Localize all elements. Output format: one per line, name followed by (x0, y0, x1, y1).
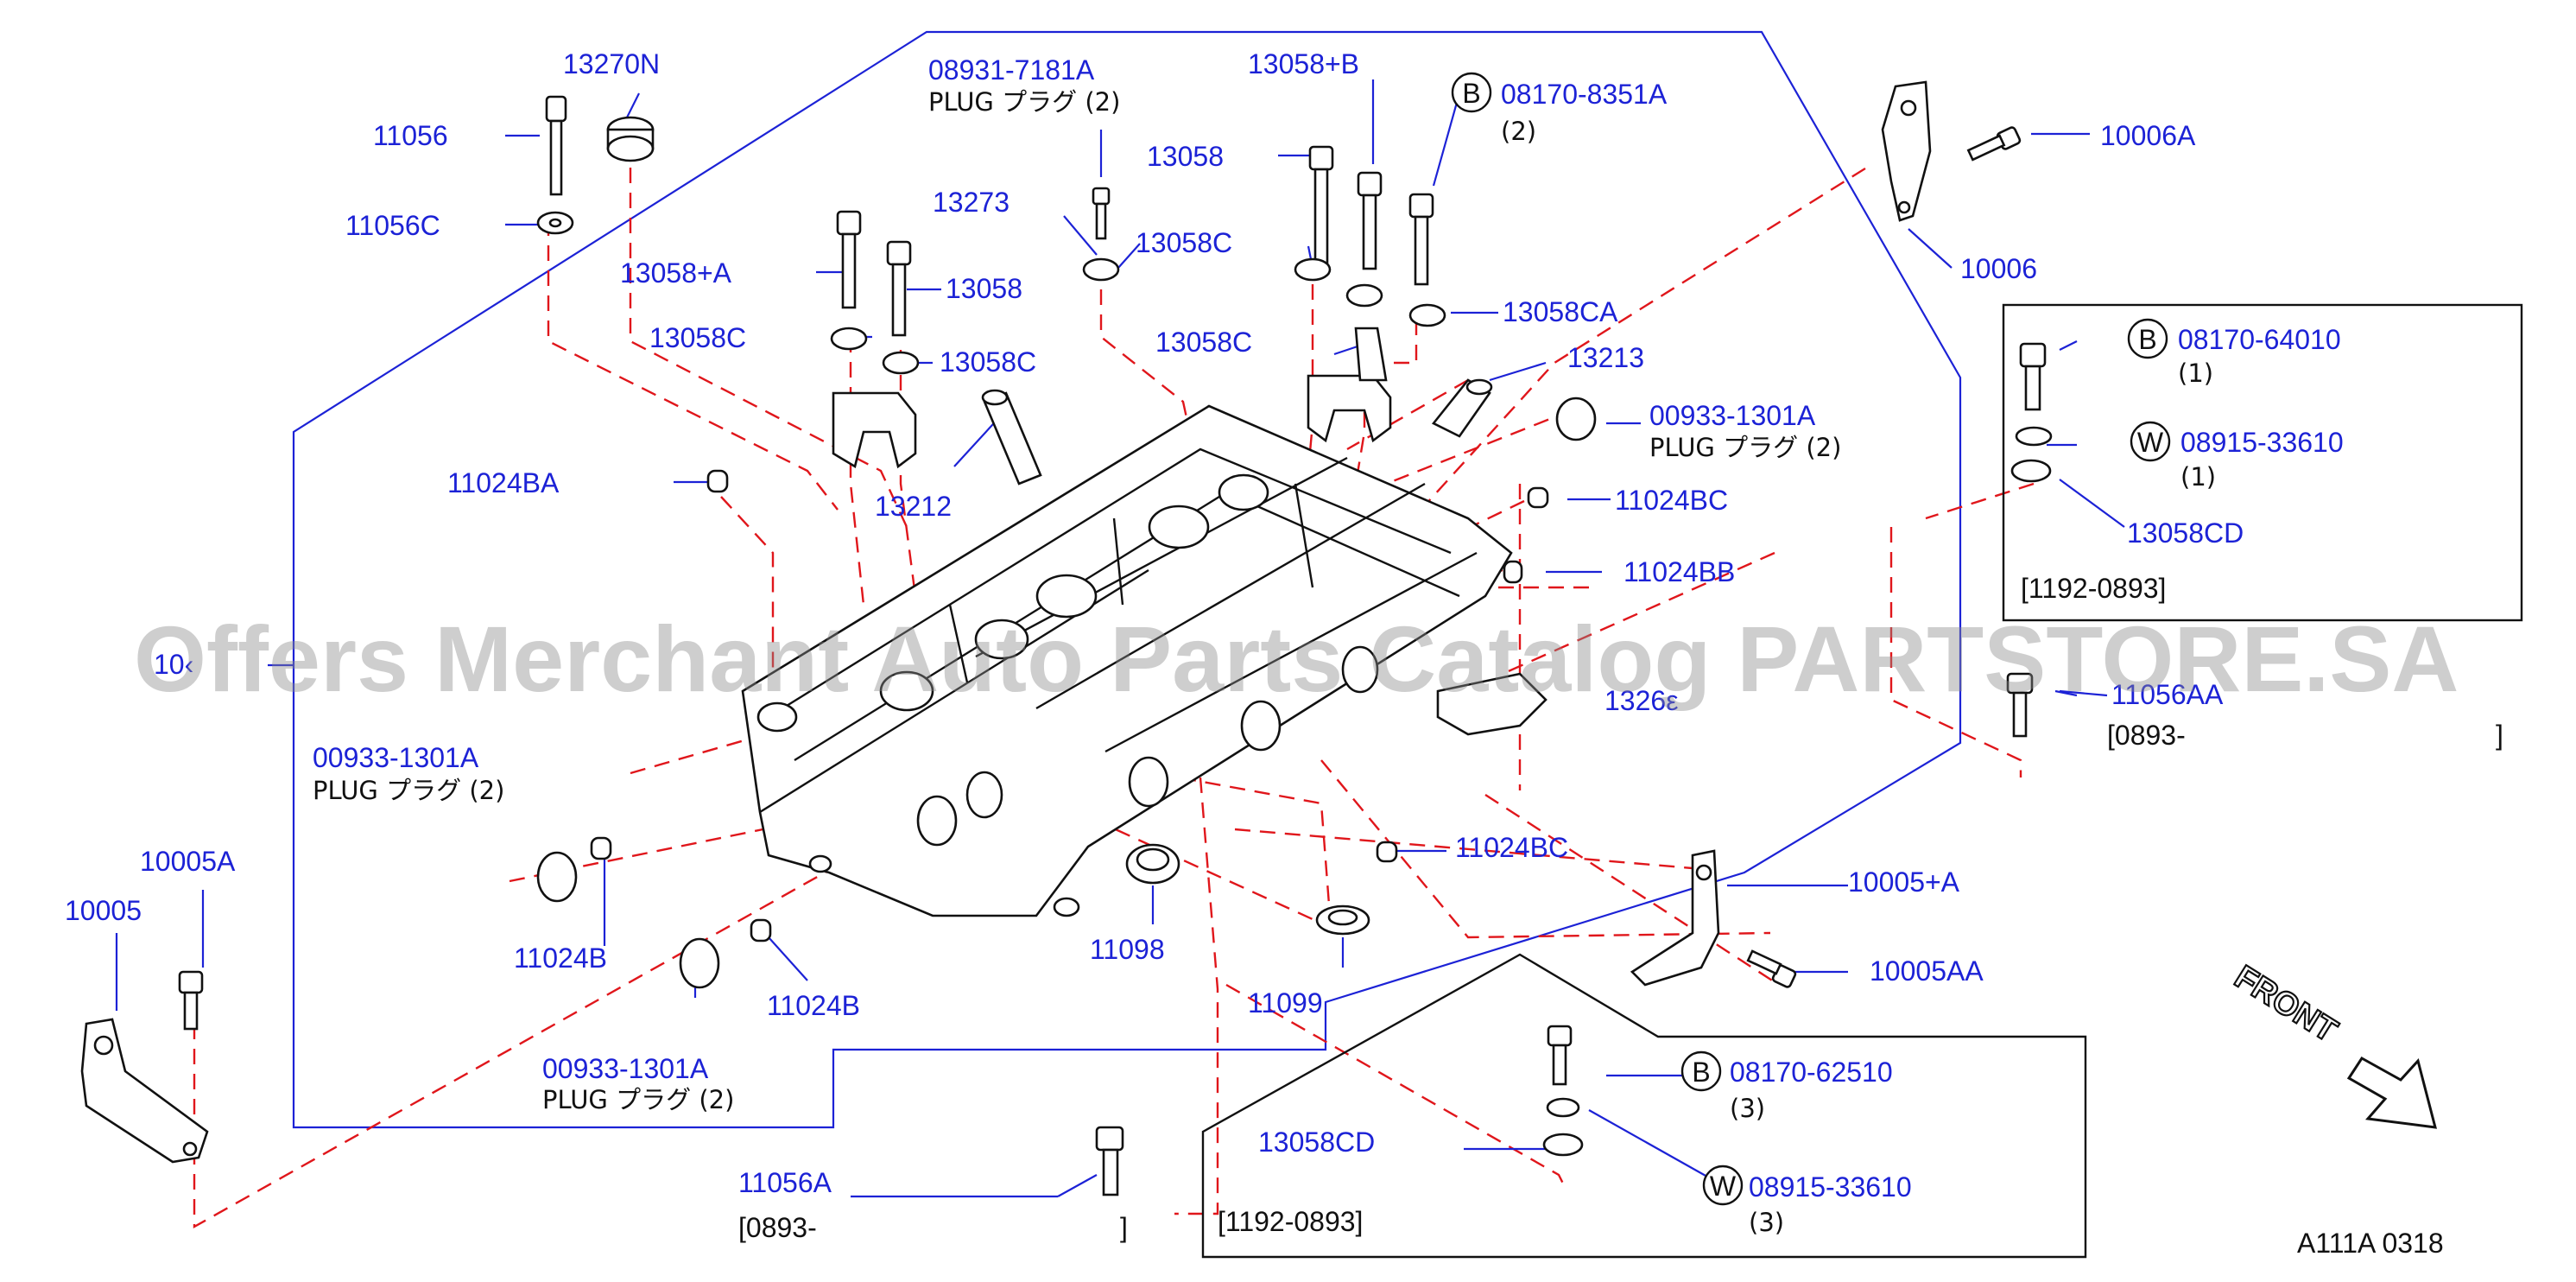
part-label-08915-33610[interactable]: 08915-33610 (1749, 1171, 1912, 1203)
part-labels[interactable]: 13270N 11056 11056C 08931-7181A PLUG プラグ… (65, 48, 2503, 1259)
bolt-marker-b: B (1692, 1057, 1710, 1088)
circle-markers: B B W B W (1451, 72, 2171, 1206)
part-label-11056AA[interactable]: 11056AA (2111, 679, 2224, 710)
plug-label: PLUG プラグ (2) (928, 87, 1120, 117)
date-range-open: [0893- (2107, 720, 2186, 751)
bolt-marker-b: B (1462, 78, 1480, 109)
diagram-code: A111A 0318 (2297, 1228, 2444, 1259)
date-range-close: ] (1120, 1212, 1128, 1243)
part-label-10005A[interactable]: 10005A (140, 846, 236, 877)
part-label-08170-64010[interactable]: 08170-64010 (2178, 324, 2341, 355)
part-label-11056A[interactable]: 11056A (738, 1167, 832, 1198)
part-label-10005A-plus[interactable]: 10005+A (1848, 866, 1960, 898)
part-label-10-partial[interactable]: 10‹ (154, 649, 193, 680)
part-label-11024BC[interactable]: 11024BC (1615, 485, 1728, 516)
part-label-08170-8351A[interactable]: 08170-8351A (1501, 79, 1668, 110)
part-label-13058C[interactable]: 13058C (1155, 327, 1252, 358)
part-label-13212[interactable]: 13212 (875, 491, 952, 522)
part-label-13269[interactable]: 1326ε (1604, 685, 1678, 716)
watermark: Offers Merchant Auto Parts Catalog PARTS… (134, 606, 2459, 711)
part-label-11099[interactable]: 11099 (1248, 987, 1323, 1019)
part-label-11024BB[interactable]: 11024BB (1623, 556, 1735, 587)
quantity-label: (3) (1749, 1208, 1784, 1237)
part-label-13058A[interactable]: 13058+A (620, 257, 732, 289)
part-label-11056C[interactable]: 11056C (345, 210, 440, 241)
part-label-11024B[interactable]: 11024B (767, 990, 860, 1021)
part-label-11024BC[interactable]: 11024BC (1455, 832, 1568, 863)
part-label-08170-62510[interactable]: 08170-62510 (1730, 1057, 1893, 1088)
quantity-label: (1) (2180, 462, 2216, 492)
part-label-00933-1301A[interactable]: 00933-1301A (313, 742, 479, 773)
front-arrow: FRONT (2227, 958, 2438, 1129)
part-label-13273[interactable]: 13273 (933, 187, 1010, 218)
quantity-label: (1) (2178, 359, 2213, 388)
part-label-13058C[interactable]: 13058C (1136, 227, 1232, 258)
plug-label: PLUG プラグ (2) (1649, 433, 1841, 462)
washer-marker-w: W (2137, 427, 2164, 458)
part-label-11024BA[interactable]: 11024BA (447, 467, 560, 498)
plug-label: PLUG プラグ (2) (542, 1085, 734, 1114)
part-label-00933-1301A[interactable]: 00933-1301A (1649, 400, 1816, 431)
part-label-13213[interactable]: 13213 (1567, 342, 1644, 373)
part-label-00933-1301A[interactable]: 00933-1301A (542, 1053, 709, 1084)
part-label-08915-33610[interactable]: 08915-33610 (2180, 427, 2344, 458)
part-label-13058C[interactable]: 13058C (940, 346, 1036, 378)
bolt-marker-b: B (2138, 324, 2156, 355)
quantity-label: (2) (1501, 117, 1536, 146)
part-label-10006[interactable]: 10006 (1960, 253, 2037, 284)
part-label-13270N[interactable]: 13270N (563, 48, 660, 79)
assembly-boundary (292, 30, 1962, 1129)
part-label-13058[interactable]: 13058 (1147, 141, 1224, 172)
part-label-13058CD[interactable]: 13058CD (2127, 517, 2244, 549)
part-label-13058CA[interactable]: 13058CA (1503, 296, 1618, 327)
part-leaders (115, 79, 2125, 1198)
part-label-10005AA[interactable]: 10005AA (1870, 955, 1984, 987)
part-label-13058C[interactable]: 13058C (649, 322, 746, 353)
date-range: [1192-0893] (2021, 573, 2166, 604)
front-label: FRONT (2228, 959, 2343, 1050)
plug-label: PLUG プラグ (2) (313, 776, 504, 805)
cylinder-head-drawing (741, 404, 1513, 917)
parts-hardware (80, 80, 2053, 1196)
part-label-13058B[interactable]: 13058+B (1248, 48, 1359, 79)
front-arrow-icon (2346, 1057, 2438, 1129)
part-label-13058[interactable]: 13058 (946, 273, 1022, 304)
part-label-11056[interactable]: 11056 (373, 120, 448, 151)
inset-box-bottom (1201, 953, 2087, 1259)
date-range: [1192-0893] (1218, 1206, 1363, 1237)
washer-marker-w: W (1710, 1171, 1737, 1202)
part-label-10006A[interactable]: 10006A (2100, 120, 2196, 151)
part-label-11024B[interactable]: 11024B (514, 942, 607, 974)
part-label-11098[interactable]: 11098 (1090, 934, 1165, 965)
part-label-10005[interactable]: 10005 (65, 895, 142, 926)
quantity-label: (3) (1730, 1094, 1765, 1123)
date-range-close: ] (2496, 720, 2503, 751)
inset-box-top (2002, 303, 2523, 622)
part-label-13058CD[interactable]: 13058CD (1258, 1127, 1375, 1158)
part-label-08931-7181A[interactable]: 08931-7181A (928, 54, 1095, 86)
date-range-open: [0893- (738, 1212, 817, 1243)
